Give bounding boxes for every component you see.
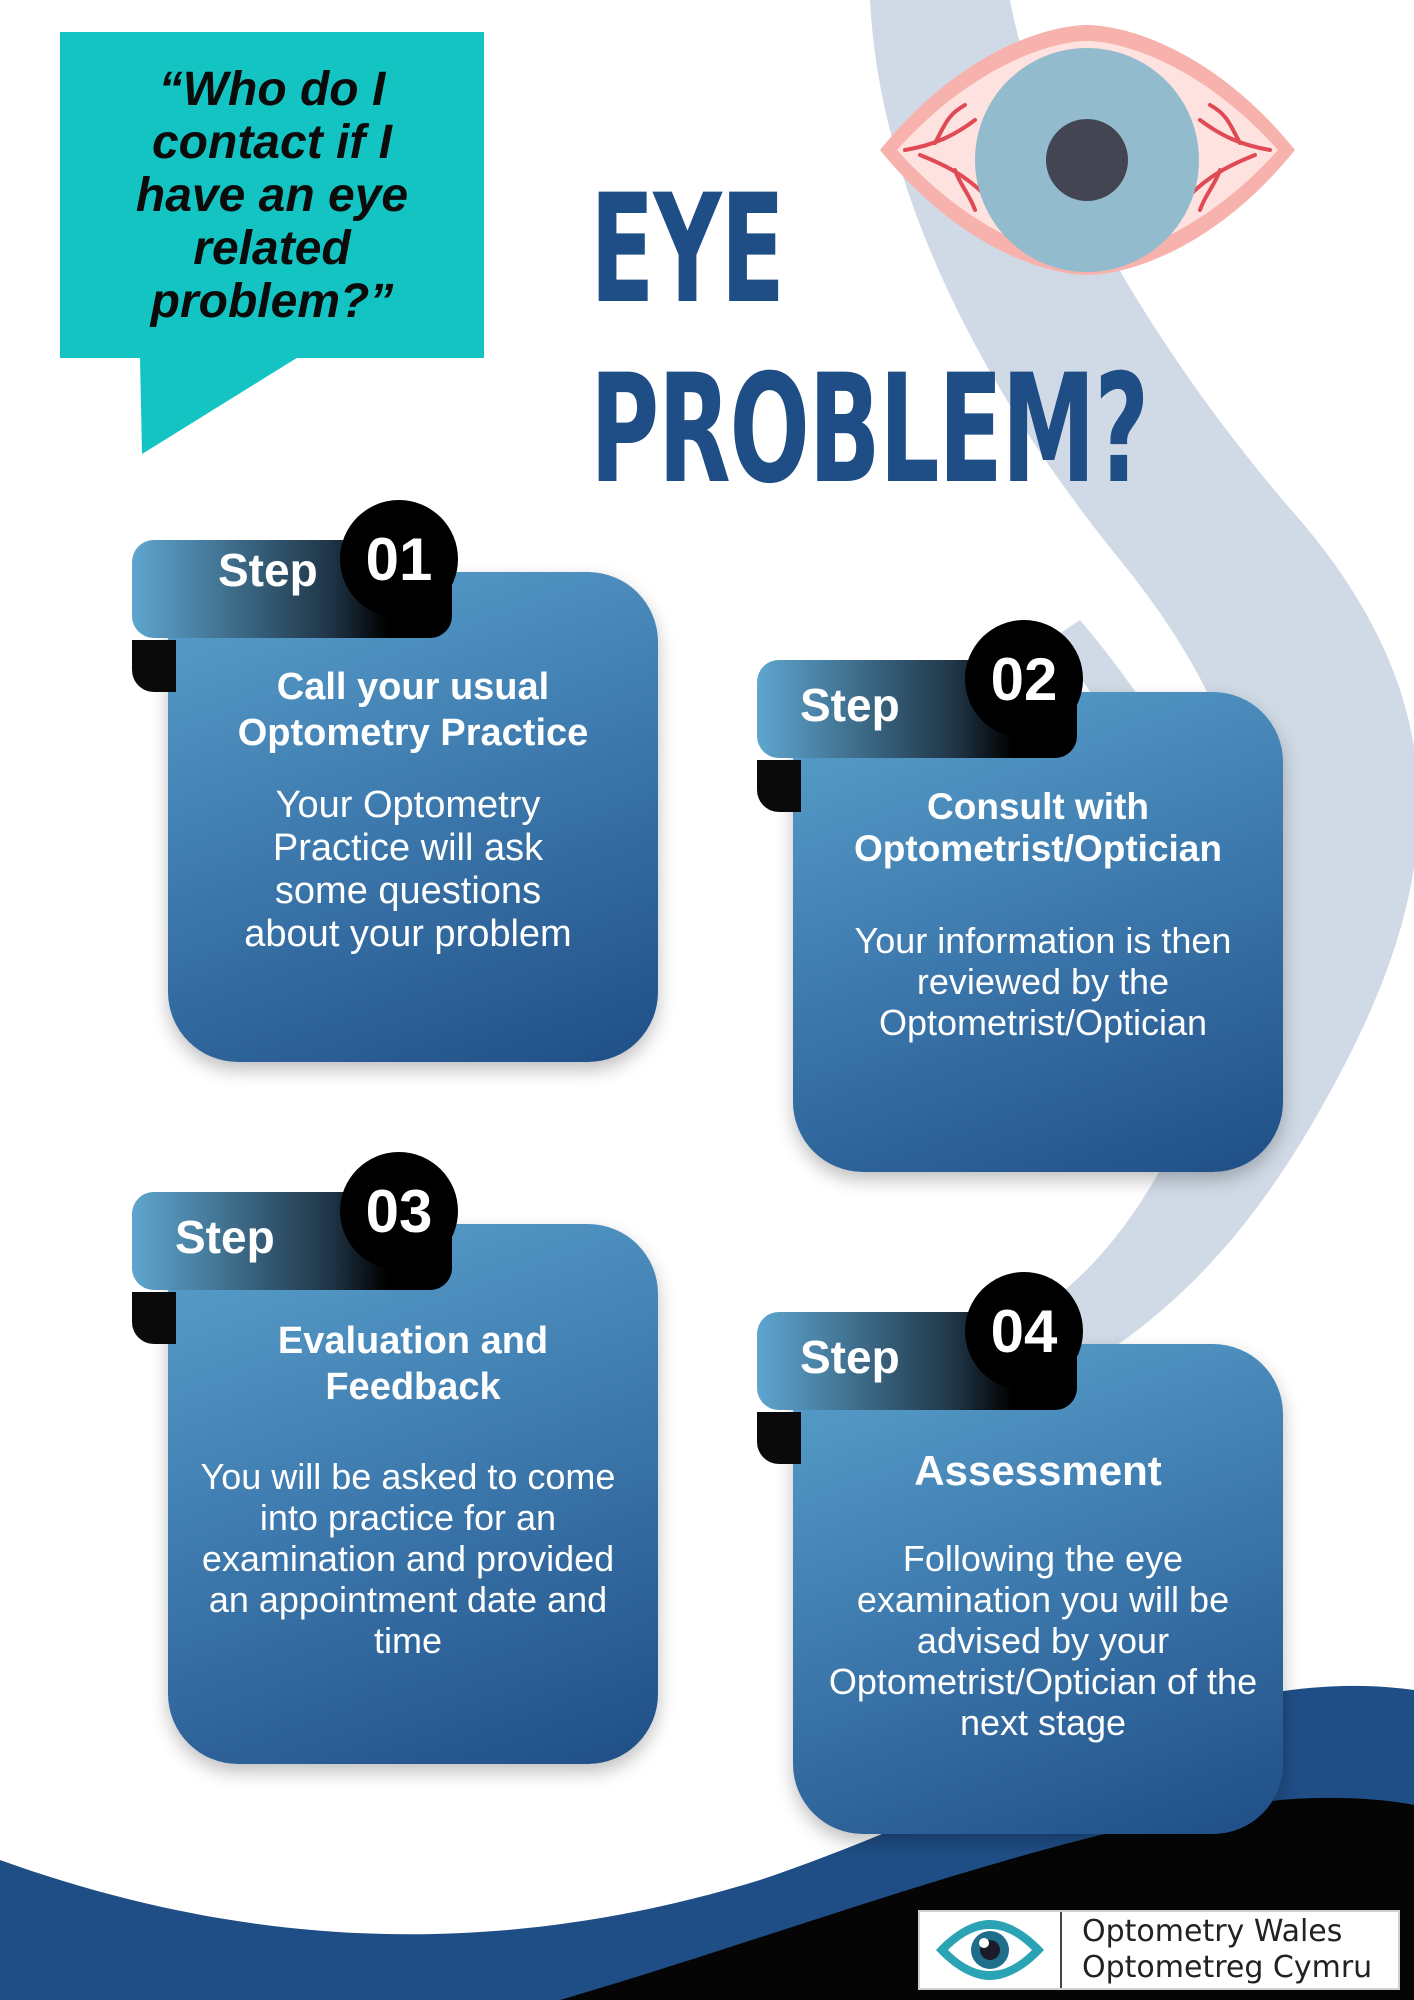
step-body: You will be asked to come into practice … [200,1456,616,1661]
step-number-4: 04 [965,1272,1083,1390]
step-tab-fold [757,760,801,812]
page-title: EYE PROBLEM? [590,160,1149,520]
step-body: Your Optometry Practice will ask some qu… [244,784,572,955]
optometry-wales-eye-logo-icon [936,1920,1044,1980]
step-tab-fold [132,1292,176,1344]
speech-bubble-tail [140,356,300,454]
step-card-4: Assessment Following the eye examination… [793,1344,1283,1834]
speech-bubble: “Who do I contact if I have an eye relat… [60,32,484,358]
bubble-question: “Who do I contact if I have an eye relat… [135,62,409,328]
logo-text-welsh: Optometreg Cymru [1082,1950,1373,1985]
step-body: Following the eye examination you will b… [828,1538,1258,1743]
step-card-1: Call your usual Optometry Practice Your … [168,572,658,1062]
step-tab-fold [757,1412,801,1464]
step-card-3: Evaluation and Feedback You will be aske… [168,1224,658,1764]
logo-mark [920,1912,1062,1988]
optometry-wales-logo: Optometry Wales Optometreg Cymru [918,1910,1400,1990]
step-heading: Call your usual Optometry Practice [237,666,589,754]
step-label: Step [175,1211,275,1263]
title-line-1: EYE [590,163,785,337]
step-label: Step [800,679,900,731]
step-label: Step [800,1331,900,1383]
step-heading: Assessment [914,1447,1162,1494]
step-number-3: 03 [340,1152,458,1270]
title-line-2: PROBLEM? [590,343,1149,517]
step-heading: Evaluation and Feedback [277,1320,549,1408]
step-heading: Consult with Optometrist/Optician [854,786,1222,869]
step-body: Your information is then reviewed by the… [854,920,1232,1043]
step-number-1: 01 [340,500,458,618]
logo-text-english: Optometry Wales [1082,1914,1343,1949]
eye-illustration [880,25,1295,275]
step-tab-fold [132,640,176,692]
step-number-2: 02 [965,620,1083,738]
step-card-2: Consult with Optometrist/Optician Your i… [793,692,1283,1172]
step-label: Step [218,544,318,596]
